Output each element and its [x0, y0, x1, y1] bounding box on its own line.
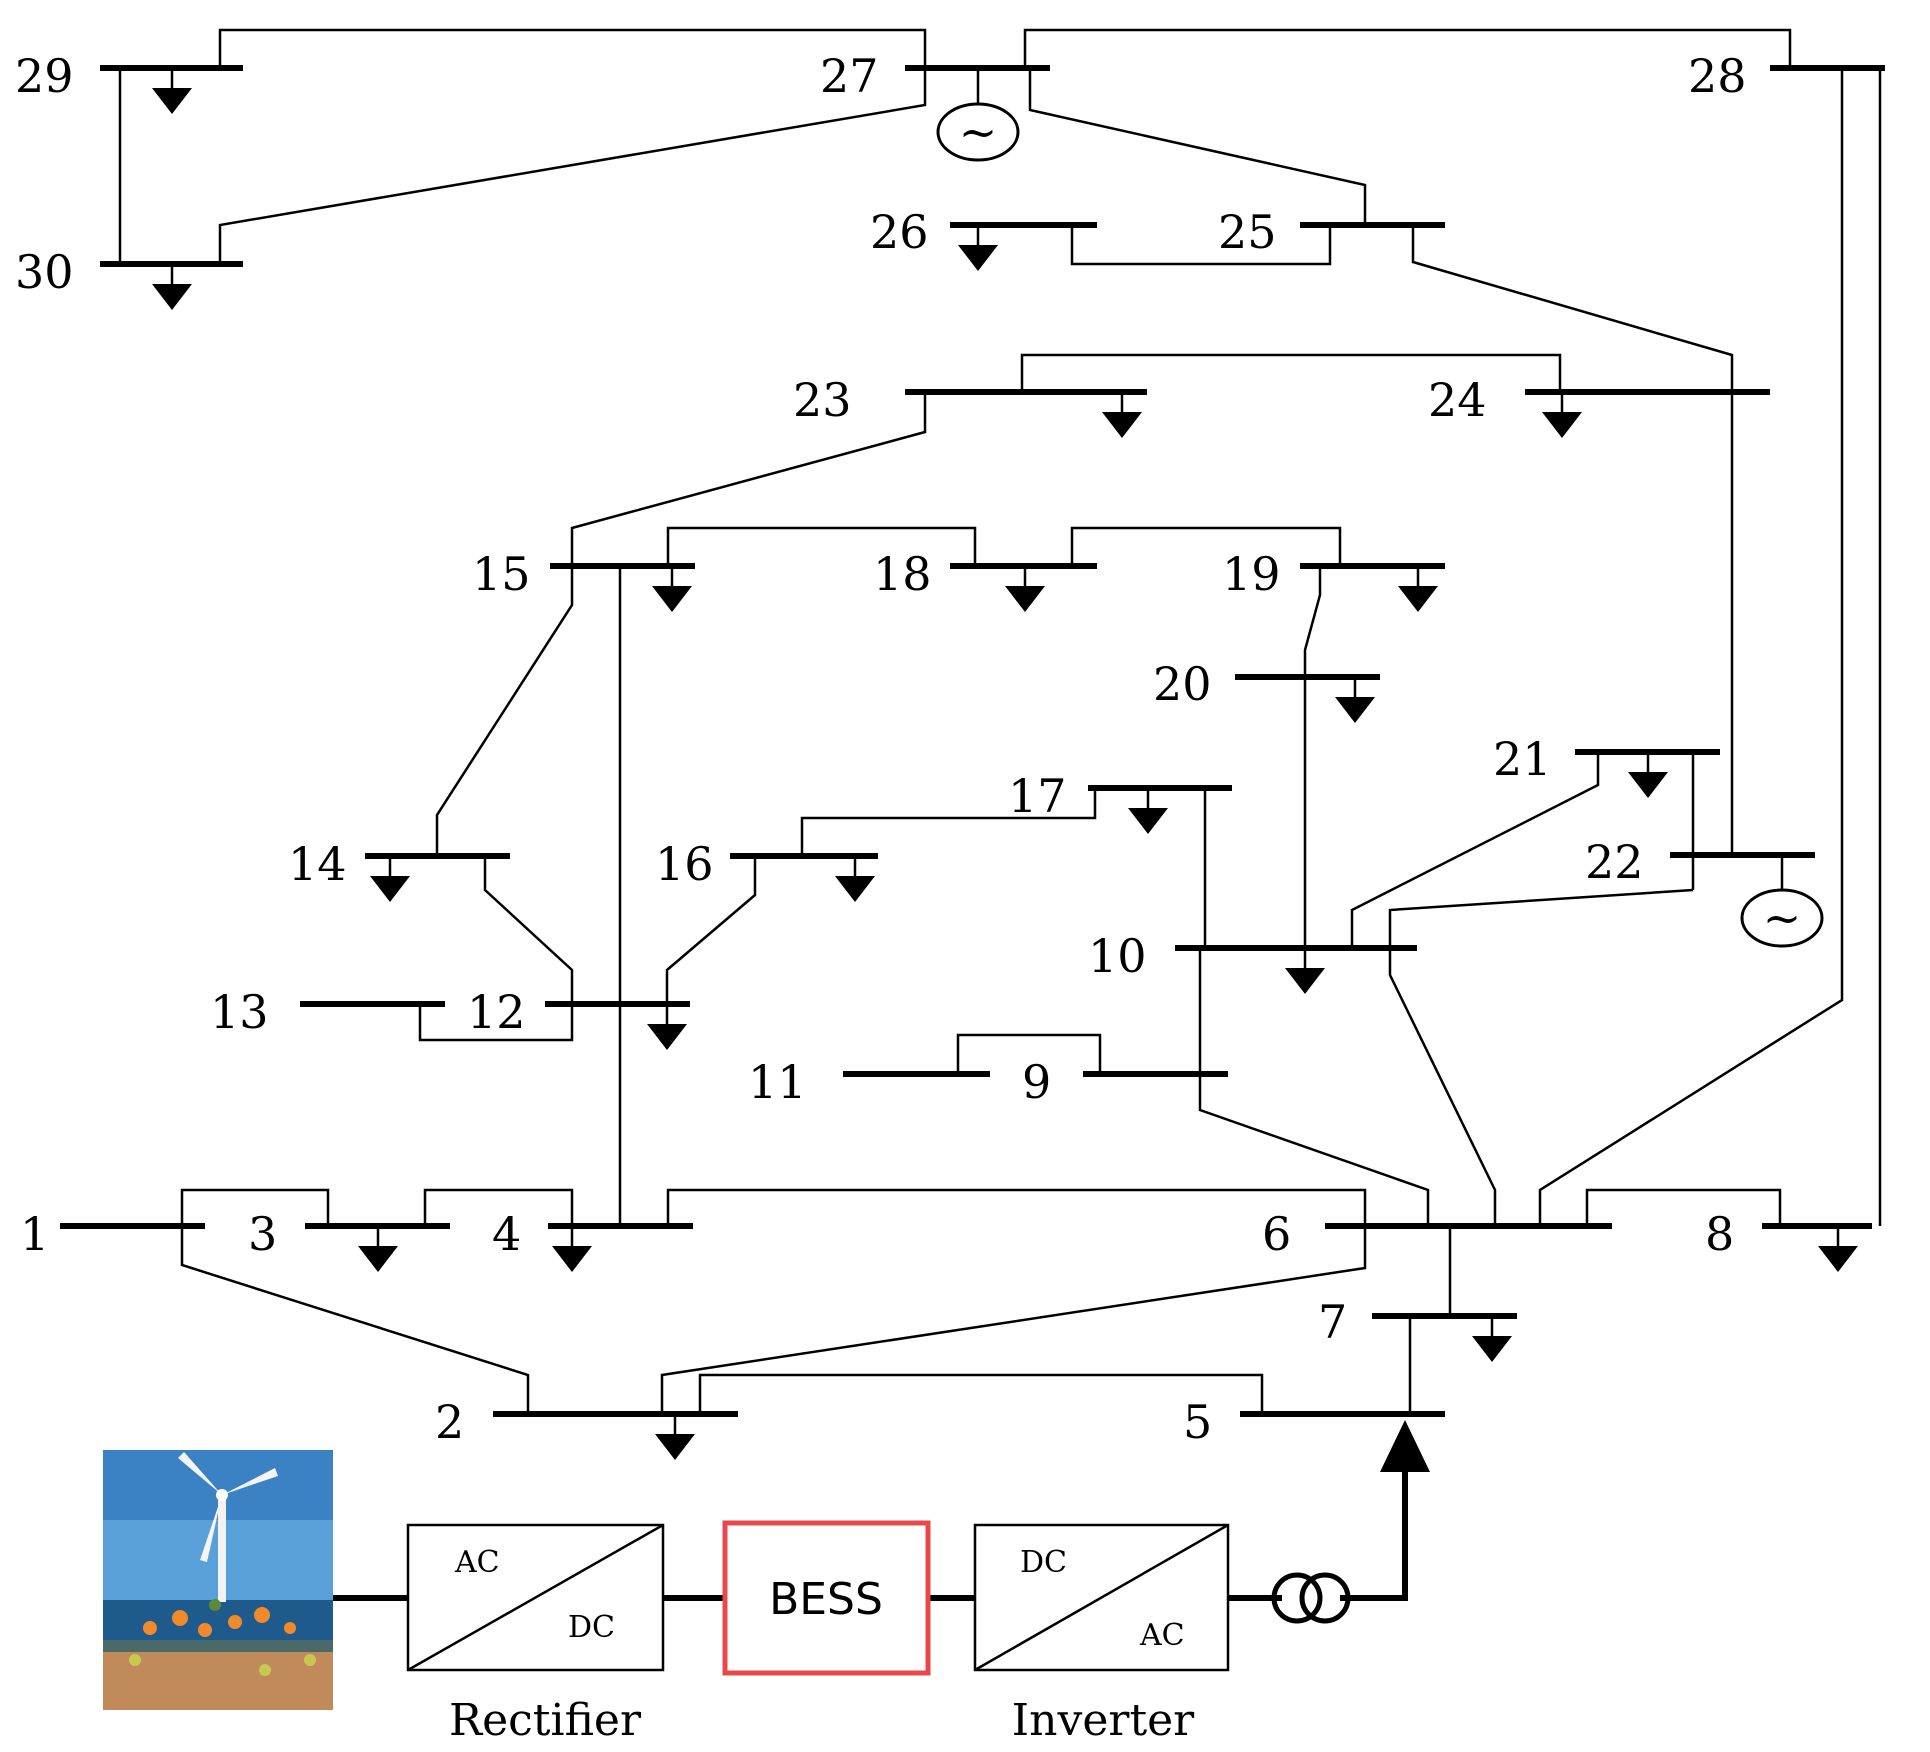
inverter-box: DC AC: [973, 1523, 1230, 1672]
bus-label: 5: [1183, 1395, 1212, 1449]
bus-label: 23: [793, 373, 852, 427]
load-arrow-icon: [150, 66, 194, 116]
load-arrow-icon: [1816, 1224, 1860, 1274]
rectifier-caption: Rectifier: [449, 1695, 642, 1746]
bus-label: 17: [1008, 769, 1067, 823]
load-arrow-icon: [1003, 564, 1047, 614]
bess-box: BESS: [722, 1520, 931, 1676]
bus-label: 26: [870, 205, 929, 259]
bus-label: 16: [655, 837, 714, 891]
load-arrow-icon: [368, 854, 412, 904]
bus-label: 25: [1218, 205, 1277, 259]
inverter-caption: Inverter: [1012, 1695, 1195, 1746]
load-arrow-icon: [1333, 675, 1377, 725]
bus-labels: 29 27 28 30 26 25 23 24 15 18 19 20 21 1…: [15, 49, 1747, 1449]
load-arrow-icon: [1283, 946, 1327, 996]
load-arrow-icon: [650, 564, 694, 614]
load-arrow-icon: [356, 1224, 400, 1274]
converter-chain: [333, 1420, 1430, 1601]
load-arrow-icon: [1540, 390, 1584, 440]
load-arrow-icon: [1126, 786, 1170, 836]
bus-label: 27: [820, 49, 879, 103]
bus-label: 30: [15, 245, 74, 299]
load-arrow-icon: [645, 1002, 689, 1052]
bus-label: 21: [1493, 732, 1552, 786]
transmission-lines: [118, 28, 1882, 1414]
load-arrow-icon: [550, 1224, 594, 1274]
rectifier-output-label: DC: [568, 1610, 615, 1645]
bus-label: 1: [20, 1207, 49, 1261]
load-arrow-icon: [1100, 390, 1144, 440]
bus-label: 4: [492, 1207, 521, 1261]
load-arrow-icon: [833, 854, 877, 904]
bus-label: 19: [1222, 547, 1281, 601]
bus-label: 8: [1705, 1207, 1734, 1261]
bus-label: 11: [748, 1055, 807, 1109]
bus-label: 3: [248, 1207, 277, 1261]
bus-label: 2: [435, 1395, 464, 1449]
bus-label: 18: [873, 547, 932, 601]
load-arrow-icon: [1626, 750, 1670, 800]
generator-icon: ~: [1740, 888, 1824, 948]
svg-text:~: ~: [959, 105, 998, 159]
load-arrow-icon: [150, 262, 194, 312]
bus-label: 12: [467, 985, 526, 1039]
load-arrow-icon: [1470, 1314, 1514, 1364]
svg-text:~: ~: [1763, 891, 1802, 945]
bess-label: BESS: [769, 1574, 883, 1625]
bus-label: 7: [1318, 1295, 1347, 1349]
loads: [150, 66, 1860, 1462]
bus-bars: [60, 65, 1885, 1417]
bus-label: 15: [472, 547, 531, 601]
load-arrow-icon: [956, 223, 1000, 273]
bus-label: 22: [1585, 835, 1644, 889]
transformer-icon: [1271, 1572, 1351, 1624]
bus-label: 13: [210, 985, 269, 1039]
inverter-input-label: DC: [1020, 1545, 1067, 1580]
bus-label: 9: [1022, 1055, 1051, 1109]
load-arrow-icon: [1396, 564, 1440, 614]
rectifier-input-label: AC: [454, 1545, 500, 1580]
bus-label: 24: [1428, 373, 1487, 427]
bus-label: 20: [1153, 657, 1212, 711]
generator-icon: ~: [936, 102, 1020, 162]
bus-label: 14: [288, 837, 347, 891]
wind-turbine-icon: [103, 1450, 333, 1710]
bus-label: 28: [1688, 49, 1747, 103]
bus-label: 29: [15, 49, 74, 103]
rectifier-box: AC DC: [406, 1523, 665, 1672]
bus-label: 6: [1262, 1207, 1291, 1261]
bus-label: 10: [1088, 929, 1147, 983]
inverter-output-label: AC: [1139, 1618, 1185, 1653]
load-arrow-icon: [653, 1412, 697, 1462]
